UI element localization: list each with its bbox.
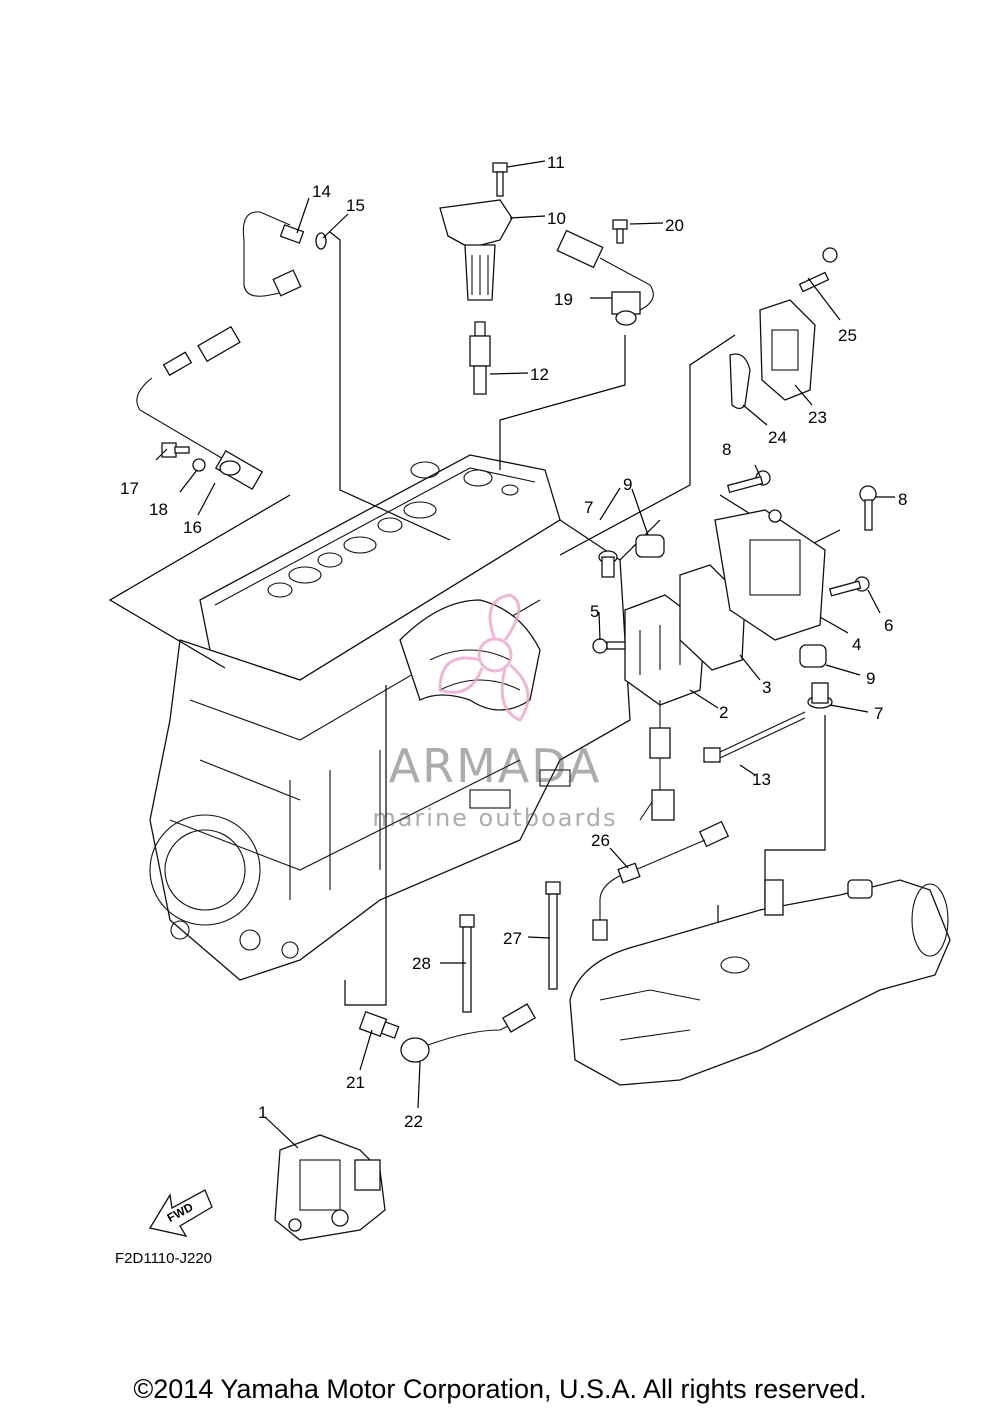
callout-25: 25 [838, 326, 857, 345]
engine-block [149, 454, 631, 981]
callout-20: 20 [665, 216, 684, 235]
callout-1: 1 [258, 1103, 267, 1122]
callout-12: 12 [530, 365, 549, 384]
watermark-brand: ARMADA [389, 739, 602, 793]
copyright-notice: ©2014 Yamaha Motor Corporation, U.S.A. A… [133, 1374, 867, 1404]
callout-17: 17 [120, 479, 139, 498]
part-7-collar[interactable] [598, 550, 618, 578]
part-8-bolt[interactable] [727, 470, 771, 494]
part-12-spark-plug[interactable] [469, 321, 491, 395]
exhaust-pipe [569, 879, 951, 1086]
part-14-sensor[interactable] [242, 211, 305, 297]
part-24-gasket[interactable] [729, 353, 751, 410]
diagram-code: F2D1110-J220 [115, 1250, 212, 1267]
part-18-washer[interactable] [192, 458, 206, 472]
part-23-sensor[interactable] [759, 299, 816, 401]
part-25-bolt[interactable] [798, 247, 838, 293]
watermark-tagline: marine outboards [372, 804, 617, 832]
callout-16: 16 [183, 518, 202, 537]
fwd-arrow-icon: FWD [148, 1189, 213, 1237]
callout-8-right: 8 [898, 490, 907, 509]
callout-5: 5 [590, 602, 599, 621]
part-9-grommet[interactable] [635, 534, 665, 558]
callout-8-left: 8 [722, 440, 731, 459]
part-7-collar-b[interactable] [807, 682, 833, 709]
callout-27: 27 [503, 929, 522, 948]
callout-7-lower: 7 [874, 704, 883, 723]
callout-11: 11 [547, 153, 565, 172]
callout-9-lower: 9 [866, 669, 875, 688]
callout-14: 14 [312, 182, 331, 201]
watermark-logo-petals [438, 593, 530, 722]
callout-24: 24 [768, 428, 787, 447]
part-11-bolt[interactable] [492, 162, 508, 197]
watermark-logo [438, 593, 530, 722]
callout-15: 15 [346, 196, 365, 215]
callout-9-upper: 9 [623, 475, 632, 494]
callout-3: 3 [762, 678, 771, 697]
watermark: ARMADA marine outboards [372, 593, 617, 832]
part-8-bolt-b[interactable] [859, 485, 877, 531]
part-1-assembly[interactable] [274, 1134, 386, 1241]
callout-10: 10 [547, 209, 566, 228]
part-16-sensor[interactable] [136, 325, 264, 491]
callout-4: 4 [852, 635, 861, 654]
part-15-gasket[interactable] [315, 232, 327, 250]
part-26-sensor[interactable] [592, 820, 730, 941]
part-6-bolt[interactable] [828, 576, 870, 597]
callout-22: 22 [404, 1112, 423, 1131]
part-21-sensor[interactable] [358, 1010, 400, 1039]
part-27-cable-tie[interactable] [545, 881, 561, 990]
part-19-sensor[interactable] [556, 229, 654, 326]
callout-23: 23 [808, 408, 827, 427]
wire-harness [639, 700, 675, 821]
part-13-cable-tie[interactable] [703, 711, 806, 763]
part-4-bracket[interactable] [714, 509, 826, 641]
callout-18: 18 [149, 500, 168, 519]
callout-2: 2 [719, 703, 728, 722]
callout-26: 26 [591, 831, 610, 850]
callout-28: 28 [412, 954, 431, 973]
part-10-ignition-coil[interactable] [439, 199, 513, 301]
leader-lines [155, 160, 895, 1149]
part-22-sensor[interactable] [400, 1003, 537, 1063]
part-20-bolt[interactable] [612, 219, 628, 244]
callout-6: 6 [884, 616, 893, 635]
part-28-cable-tie[interactable] [459, 914, 475, 1013]
callout-21: 21 [346, 1073, 365, 1092]
callout-19: 19 [554, 290, 573, 309]
part-17-bolt[interactable] [161, 442, 190, 458]
part-9-grommet-b[interactable] [799, 644, 827, 668]
callout-13: 13 [752, 770, 771, 789]
callouts: 1 2 3 4 5 6 7 7 8 8 9 9 10 11 12 13 14 1… [120, 153, 907, 1131]
callout-7-upper: 7 [584, 498, 593, 517]
